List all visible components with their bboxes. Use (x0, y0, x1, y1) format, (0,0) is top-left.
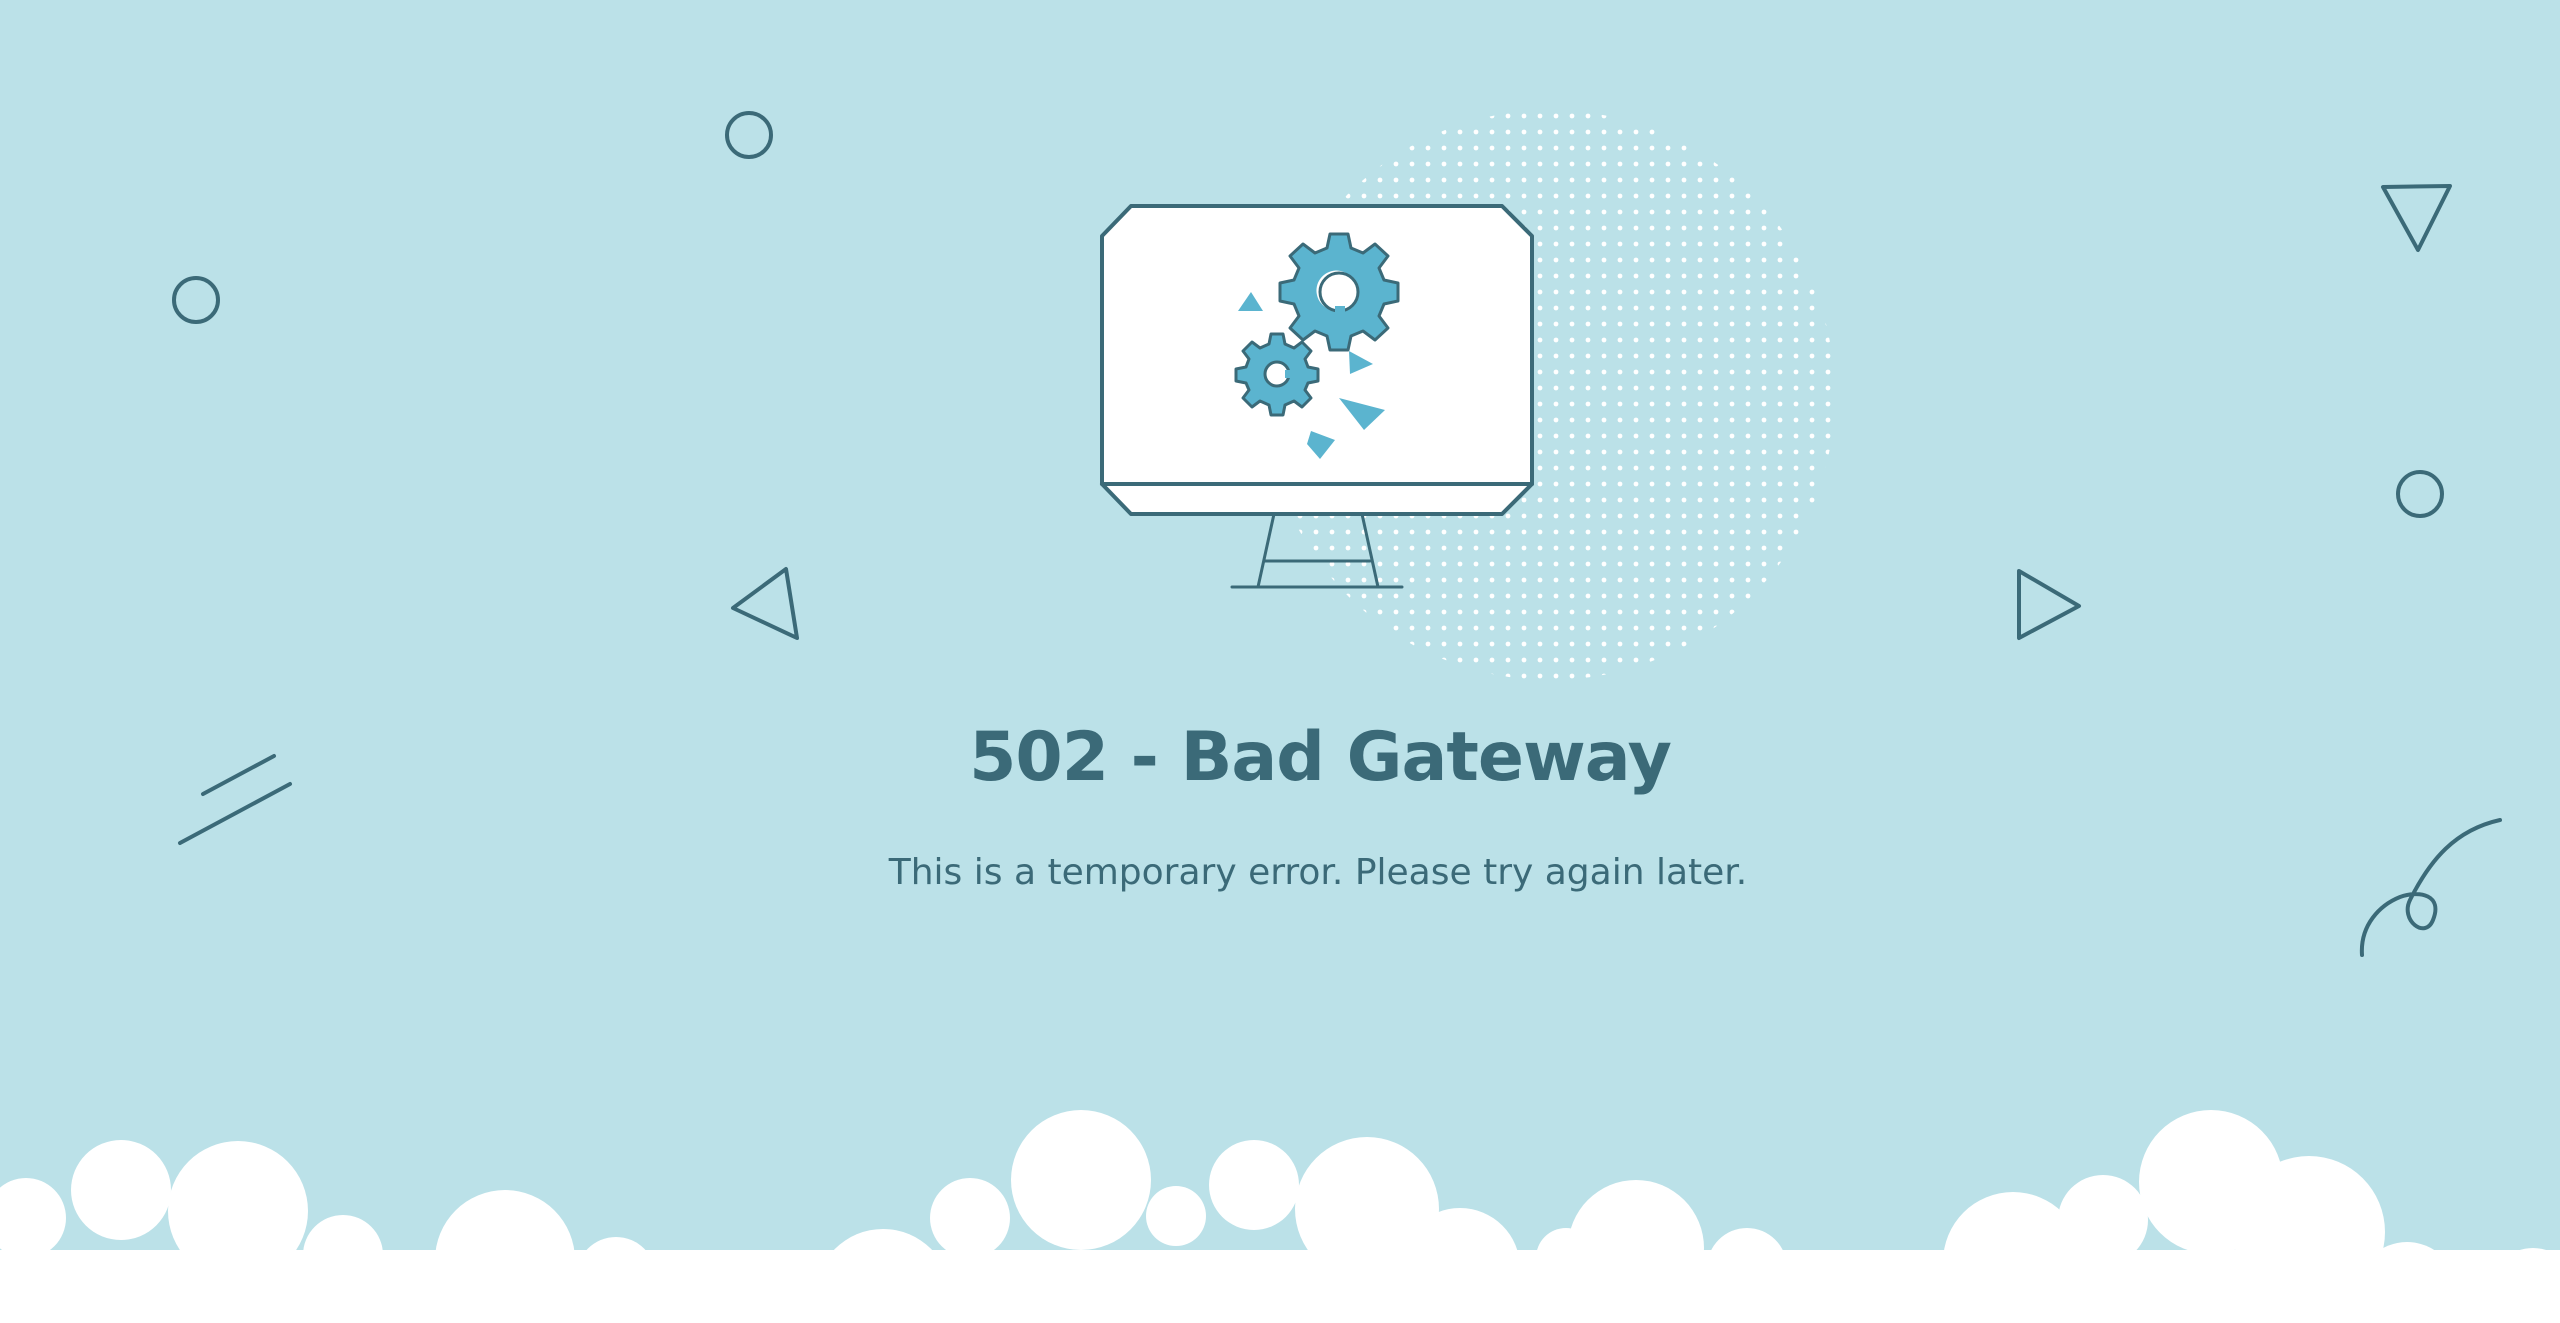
line-decoration (178, 782, 292, 845)
squiggle-decoration (2359, 818, 2502, 957)
monitor-bezel (1100, 482, 1534, 516)
monitor-stand (1230, 512, 1404, 589)
triangle-decoration (731, 567, 799, 640)
triangle-decoration (2017, 569, 2081, 640)
circle-decoration (2396, 470, 2444, 518)
circle-decoration (725, 111, 773, 159)
triangle-decoration (2381, 184, 2452, 252)
large-gear-icon (1278, 232, 1400, 352)
line-decoration (201, 754, 276, 796)
circle-decoration (172, 276, 220, 324)
page-title: 502 - Bad Gateway (969, 718, 1672, 797)
error-message: This is a temporary error. Please try ag… (888, 852, 1748, 893)
gear-fragments (1238, 292, 1385, 459)
small-gear-icon (1234, 332, 1320, 417)
